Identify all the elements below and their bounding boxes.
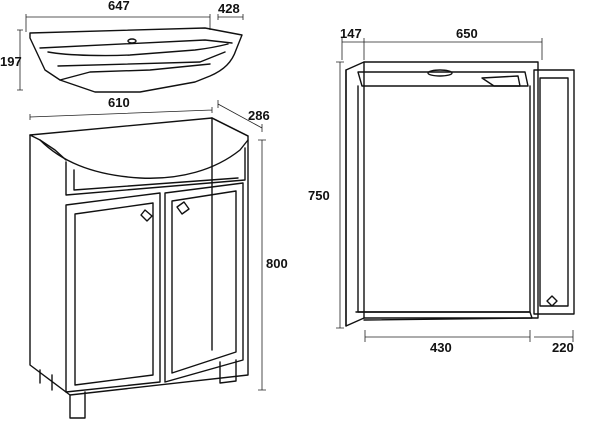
mirror-side-width-label: 220: [552, 340, 574, 355]
cabinet-height-label: 800: [266, 256, 288, 271]
mirror-panel-width-label: 430: [430, 340, 452, 355]
basin-drawing: [17, 14, 244, 93]
mirror-width-label: 650: [456, 26, 478, 41]
mirror-depth-label: 147: [340, 26, 362, 41]
basin-height-label: 197: [0, 54, 22, 69]
mirror-height-label: 750: [308, 188, 330, 203]
basin-depth-label: 428: [218, 1, 240, 16]
cabinet-width-label: 610: [108, 95, 130, 110]
cabinet-depth-label: 286: [248, 108, 270, 123]
basin-width-label: 647: [108, 0, 130, 13]
cabinet-drawing: [29, 100, 266, 419]
mirror-cabinet-drawing: [336, 38, 575, 342]
